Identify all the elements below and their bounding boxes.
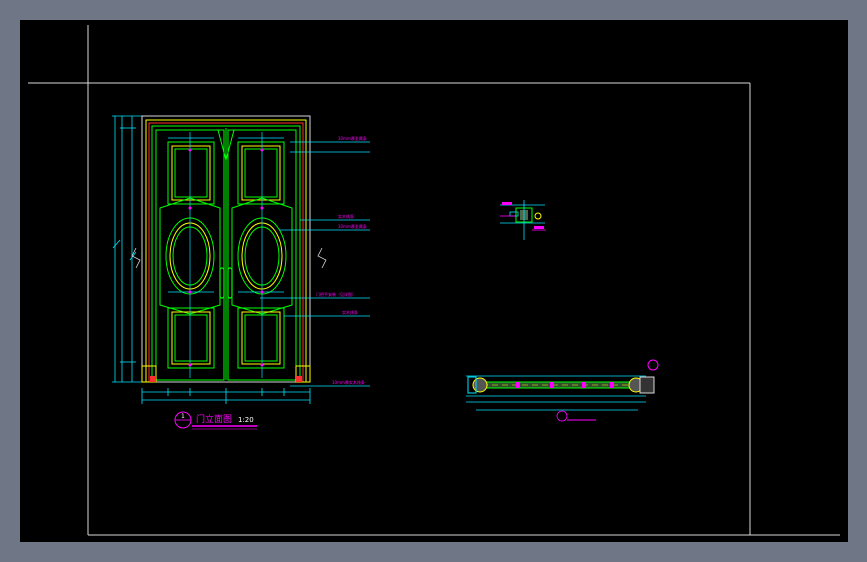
cad-drawing: 10mm厚金属条 实木线条 10mm厚金属条 门把手安装（见详图） 实木线条 1… (28, 25, 840, 536)
left-door-leaf (155, 129, 225, 381)
callout-3: 10mm厚金属条 (338, 223, 367, 229)
elevation-title-block[interactable]: 1 门立面图 1:20 (174, 411, 257, 430)
plan-dimension-lines (466, 375, 646, 411)
cad-model-space[interactable]: 10mm厚金属条 实木线条 10mm厚金属条 门把手安装（见详图） 实木线条 1… (20, 20, 848, 542)
door-elevation[interactable] (112, 115, 370, 404)
detail-section-small[interactable] (500, 200, 546, 240)
wall-break-lines (131, 247, 327, 269)
plan-markers (516, 382, 614, 388)
elevation-number: 1 (181, 413, 185, 420)
elevation-title: 门立面图 (196, 413, 232, 425)
bottom-dimension-lines (141, 388, 311, 404)
meeting-stile (217, 128, 235, 380)
plan-wall-left (467, 376, 488, 394)
callout-labels: 10mm厚金属条 实木线条 10mm厚金属条 门把手安装（见详图） 实木线条 1… (316, 135, 367, 385)
plan-section[interactable] (466, 359, 659, 422)
callout-2: 实木线条 (338, 213, 354, 219)
callout-1: 10mm厚金属条 (338, 135, 367, 141)
callout-6: 10mm厚实木线条 (332, 379, 365, 385)
elevation-scale: 1:20 (238, 416, 254, 424)
door-frame (141, 115, 311, 383)
plan-wall-right (628, 359, 659, 394)
callout-4: 门把手安装（见详图） (316, 291, 356, 297)
door-base (141, 365, 311, 383)
drawing-border (28, 25, 840, 536)
callout-5: 实木线条 (342, 309, 358, 315)
door-handles (219, 267, 233, 299)
leader-lines (260, 141, 370, 387)
marker-dots (188, 148, 264, 367)
left-dimension-lines (112, 115, 150, 383)
